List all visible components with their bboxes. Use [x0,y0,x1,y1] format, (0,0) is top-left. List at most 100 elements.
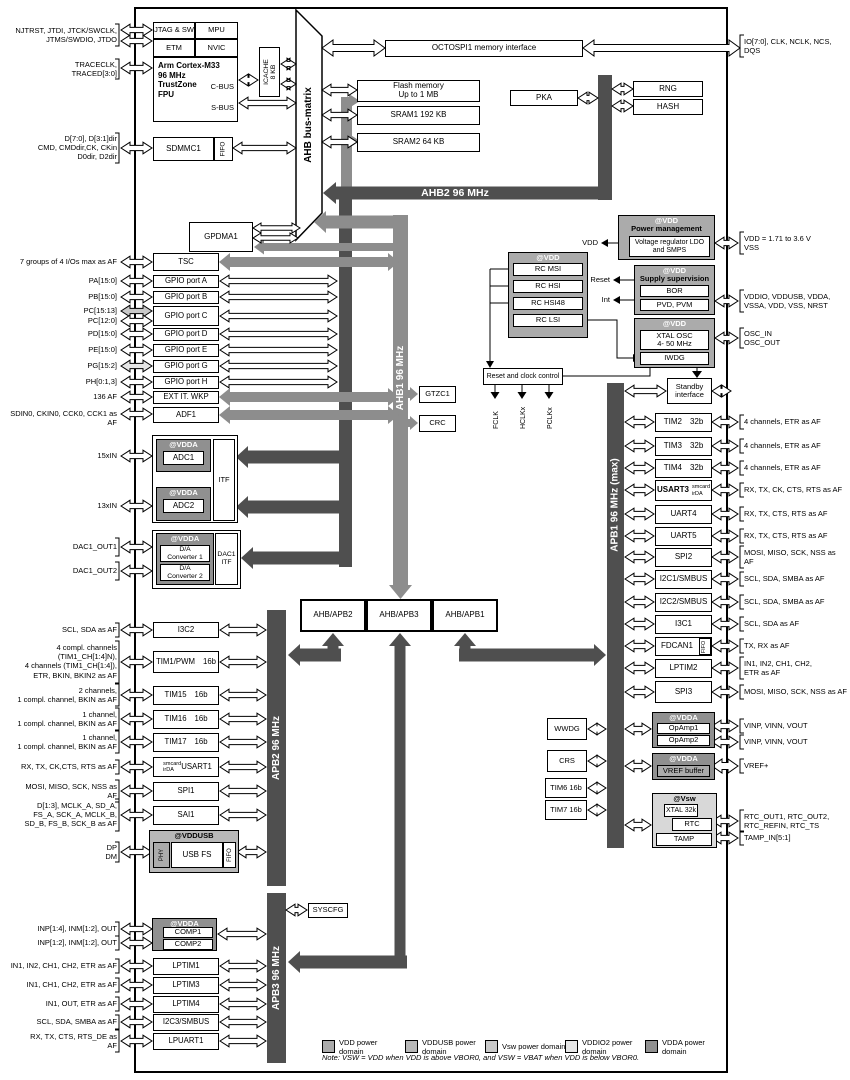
legend-swatch [565,1040,578,1053]
box-hash: HASH [633,99,703,115]
pin-bracket [739,734,744,750]
pin-arrow [120,274,153,288]
box-gpio-port-b: GPIO port B [153,291,219,304]
pin-label: INP[1:2], INM[1:2], OUT [37,938,117,948]
pin-label: 15xIN [97,451,117,461]
pin-bracket [115,730,120,754]
sbus-label: S-BUS [211,103,234,112]
bridge-apb3-arrow [288,951,407,973]
label: TIM16 [164,714,187,724]
box-dac-converter1: D/A Converter 1 [160,545,210,562]
label: 16b [194,737,208,747]
box-tim6: TIM6 16b [545,778,587,798]
box-fdcan1: FDCAN1 [655,637,712,656]
pin-arrow [120,255,153,269]
box-gpio-port-g: GPIO port G [153,360,219,373]
arrow [624,661,655,675]
ahb1-bus [393,215,408,585]
box-i3c1: I3C1 [655,615,712,634]
pin-arrow [120,359,153,373]
pin-arrow [120,1015,153,1029]
box-fdcan1-fifo: FIFO [699,638,711,655]
pin-bracket [739,616,744,632]
clock-output-label: PCLKx [547,407,554,429]
vdd-out-label: VDD [582,238,598,248]
ahb1-bus-label: AHB1 96 MHz [394,345,406,411]
box-dac1-itf: DAC1 ITF [215,533,238,585]
box-standby-interface: Standby interface [667,378,712,404]
box-lptim1: LPTIM1 [153,958,219,975]
apb1-bus [607,383,624,848]
ahb2-adc1-arrow [236,446,352,468]
box-bor: BOR [640,285,709,297]
pin-label: OSC_IN OSC_OUT [744,328,781,347]
rotated-label: ICACHE 8 KB [262,59,277,85]
pin-label: PD[15:0] [87,329,117,339]
pin-bracket [739,571,744,587]
pin-bracket [115,58,120,80]
pin-label: IO[7:0], CLK, NCLK, NCS, DQS [744,36,832,55]
pin-arrow [120,1034,153,1048]
box-pka: PKA [510,90,578,106]
gpio-bus-arrow [219,343,338,357]
pin-label: 1 channel, 1 compl. channel, BKIN as AF [17,732,117,751]
arrow [219,712,267,726]
arrowhead-down [486,361,494,368]
box-adc1: ADC1 [163,451,204,465]
pin-bracket [739,460,744,476]
gpio-bus-arrow [219,290,338,304]
arrow [587,754,607,768]
label: 16b [202,656,216,666]
arrow [219,1015,267,1029]
box-usb-fs: USB FS [171,842,223,868]
arrow [624,384,667,398]
pin-label: NJTRST, JTDI, JTCK/SWCLK, JTMS/SWDIO, JT… [15,25,117,44]
pin-bracket [115,537,120,557]
label: 32b [689,417,704,427]
arrow [624,529,655,543]
box-opamp2: OpAmp2 [657,735,710,746]
pin-arrow [120,343,153,357]
arrow [624,595,655,609]
legend-swatch [322,1040,335,1053]
arrow [711,529,739,543]
arrow [280,57,297,71]
pin-label: 1 channel, 1 compl. channel, BKIN as AF [17,709,117,728]
rotated-label: FIFO [219,141,227,157]
arrow [711,661,739,675]
legend-swatch [645,1040,658,1053]
box-gtzc1: GTZC1 [419,386,456,403]
box-adc2: ADC2 [163,499,204,513]
arrow [711,595,739,609]
box-reset-clock-control: Reset and clock control [483,368,563,385]
power-domain-tag: @VDDA [169,488,198,497]
arrow [577,91,599,105]
legend-swatch [485,1040,498,1053]
pin-label: SCL, SDA as AF [61,625,117,635]
box-rc-2: RC HSI48 [513,297,583,310]
pin-label: VDDIO, VDDUSB, VDDA, VSSA, VDD, VSS, NRS… [744,291,831,310]
pin-label: VINP, VINN, VOUT [744,737,808,747]
pin-label: DAC1_OUT2 [72,566,117,576]
pin-arrow [120,959,153,973]
int-out-arrowhead [613,296,620,304]
arrow [711,719,739,733]
box-gpio-port-c: GPIO port C [153,306,219,326]
gtzc-stub [408,387,418,401]
arrow [624,685,655,699]
box-gpdma1: GPDMA1 [189,222,253,252]
box-icache: ICACHE 8 KB [259,47,280,97]
pin-label: MOSI, MISO, SCK, NSS as AF [744,687,847,697]
box-vref-buffer: VREF buffer [657,765,710,777]
arrow [711,735,739,749]
pin-label: RX, TX, CTS, RTS as AF [744,509,828,519]
power-domain-tag: @VDDA [669,754,698,763]
pin-bracket [739,506,744,522]
pin-arrow [120,23,153,37]
int-out-label: Int [601,295,610,305]
pin-arrow [120,61,153,75]
pin-bracket [739,656,744,680]
box-syscfg: SYSCFG [308,903,348,918]
